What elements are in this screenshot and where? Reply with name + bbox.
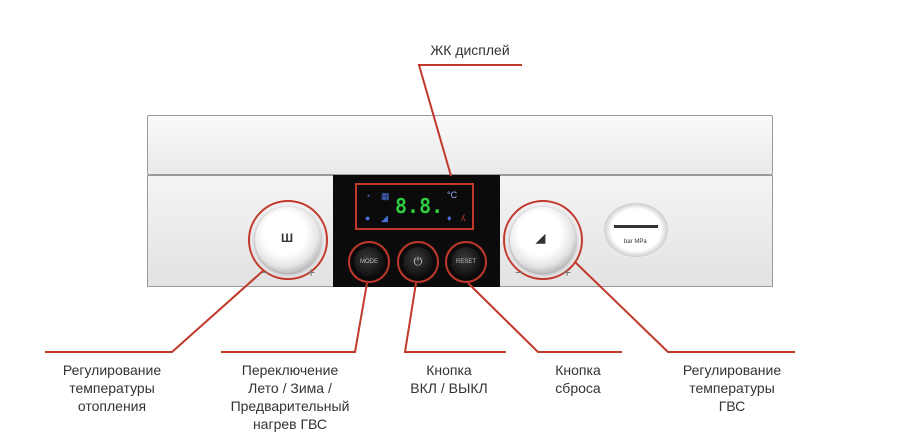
label-line: Кнопка — [555, 362, 601, 378]
heating-plus: + — [307, 264, 316, 280]
label-line: ВКЛ / ВЫКЛ — [410, 380, 488, 396]
power-label: Кнопка ВКЛ / ВЫКЛ — [410, 361, 487, 397]
heating-callout-line — [45, 269, 265, 353]
flame-icon: ♦ — [447, 213, 452, 223]
lcd-display: ◔ ▦ ● ◢ 8.8. °C ♦ ʎ — [355, 183, 474, 230]
heating-label: Регулирование температуры отопления — [63, 361, 161, 415]
fault-icon: ʎ — [461, 213, 466, 223]
label-line: отопления — [77, 398, 147, 414]
label-line: Регулирование — [62, 362, 162, 378]
sun-icon: ● — [365, 213, 371, 223]
label-line: ГВС — [718, 398, 746, 414]
dhw-knob-highlight — [503, 200, 583, 280]
reset-callout-line — [467, 282, 622, 353]
label-line: Предварительный — [230, 398, 350, 414]
label-line: температуры — [689, 380, 775, 396]
label-line: нагрев ГВС — [252, 416, 328, 432]
tap-icon: ◢ — [381, 213, 388, 223]
gauge-label: bar MPa — [624, 239, 647, 245]
radiator-icon: ▦ — [381, 191, 390, 201]
reset-highlight — [445, 241, 487, 283]
label-line: температуры — [69, 380, 155, 396]
heating-knob-highlight — [248, 200, 328, 280]
dhw-plus: + — [563, 264, 572, 280]
mode-callout-line — [221, 282, 368, 353]
pressure-gauge: bar MPa — [604, 203, 668, 257]
label-line: Переключение — [241, 362, 339, 378]
heating-minus: − — [260, 264, 269, 280]
clock-icon: ◔ — [365, 191, 371, 201]
power-highlight — [397, 241, 439, 283]
label-line: Регулирование — [682, 362, 782, 378]
label-line: Лето / Зима / — [248, 380, 332, 396]
temperature-digits: 8.8. — [395, 194, 444, 218]
lcd-label: ЖК дисплей — [430, 42, 510, 58]
dhw-minus: − — [515, 264, 524, 280]
label-line: Кнопка — [426, 362, 472, 378]
lcd-callout-line — [417, 64, 522, 177]
mode-label: Переключение Лето / Зима / Предварительн… — [231, 361, 350, 433]
dhw-callout-line — [574, 261, 795, 353]
mode-highlight — [348, 241, 390, 283]
panel-cover — [147, 115, 773, 175]
reset-label: Кнопка сброса — [555, 361, 600, 397]
gauge-needle — [614, 225, 658, 228]
label-line: сброса — [555, 380, 601, 396]
power-callout-line — [403, 282, 506, 353]
celsius-unit: °C — [447, 190, 458, 200]
dhw-label: Регулирование температуры ГВС — [683, 361, 781, 415]
